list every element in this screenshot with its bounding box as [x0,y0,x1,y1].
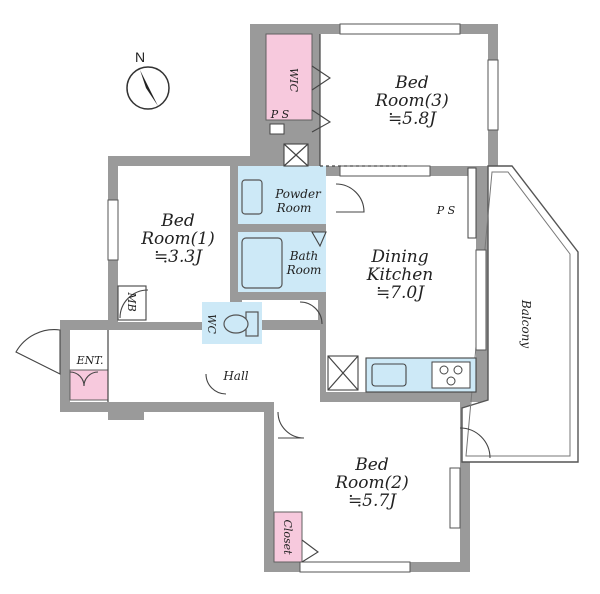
wic-closet [265,33,313,121]
powder-room-label-2: Room [276,201,312,215]
bed-room-1-size: ≒3.3J [154,247,203,267]
bed-room-3-floor [320,34,488,166]
bed-room-2-floor [274,402,460,562]
balcony-label: Balcony [519,299,533,348]
bed-room-2-name: Bed [354,455,389,475]
wic-door-arrow-icon-2 [311,109,332,133]
mb-label: MB [125,291,138,311]
bed-room-3-size: ≒5.8J [388,109,437,129]
meter-box [117,285,147,321]
hall-label: Hall [222,369,248,383]
entrance-door [15,329,61,375]
dining-size: ≒7.0J [376,283,425,303]
bed-room-1-sub: Room(1) [140,229,214,249]
wic-door-arrow-icon [311,65,331,91]
north-arrow: N [126,49,170,110]
bed-room-3-name: Bed [394,73,429,93]
shoe-closet-door-2 [83,371,99,387]
bed-room-2-size: ≒5.7J [348,491,397,511]
bath-door-mark [311,231,327,248]
wic-label: WIC [287,68,300,93]
north-label: N [135,49,145,65]
wc-door [299,301,323,325]
ps-label-1: P S [270,108,290,121]
powder-room-label-1: Powder [274,187,322,201]
toilet-icon [223,311,259,337]
powder-door [335,183,365,213]
mb-door [119,289,149,319]
shoe-closet [69,369,109,401]
labels: Bed Room(3) ≒5.8J Bed Room(1) ≒3.3J Dini… [76,68,533,555]
washbasin-icon [241,179,263,215]
bathtub-icon [241,237,283,289]
bed-2-closet [273,511,303,563]
north-needle-icon [140,70,158,106]
ps-label-2: P S [436,204,456,217]
sink-icon [371,363,407,387]
dining-name: Dining [370,247,428,267]
bath-room-label-1: Bath [289,249,319,263]
bath-room-label-2: Room [286,263,322,277]
wc-label: WC [205,314,218,334]
closet-label: Closet [281,519,294,555]
balcony-door [459,427,491,459]
bed-room-1-name: Bed [160,211,195,231]
bed-room-2-sub: Room(2) [334,473,408,493]
closet-door-arrow-icon [301,539,319,563]
windows [107,23,499,573]
bed-room-3-sub: Room(3) [374,91,448,111]
hall-floor [70,330,320,402]
entrance-label: ENT. [76,354,104,367]
hall-door [205,373,227,395]
bed-2-door [277,411,305,439]
stove-icon [431,361,471,389]
dining-sub: Kitchen [366,265,433,285]
partitions [107,34,477,402]
doors [15,65,491,563]
balcony [461,165,579,463]
